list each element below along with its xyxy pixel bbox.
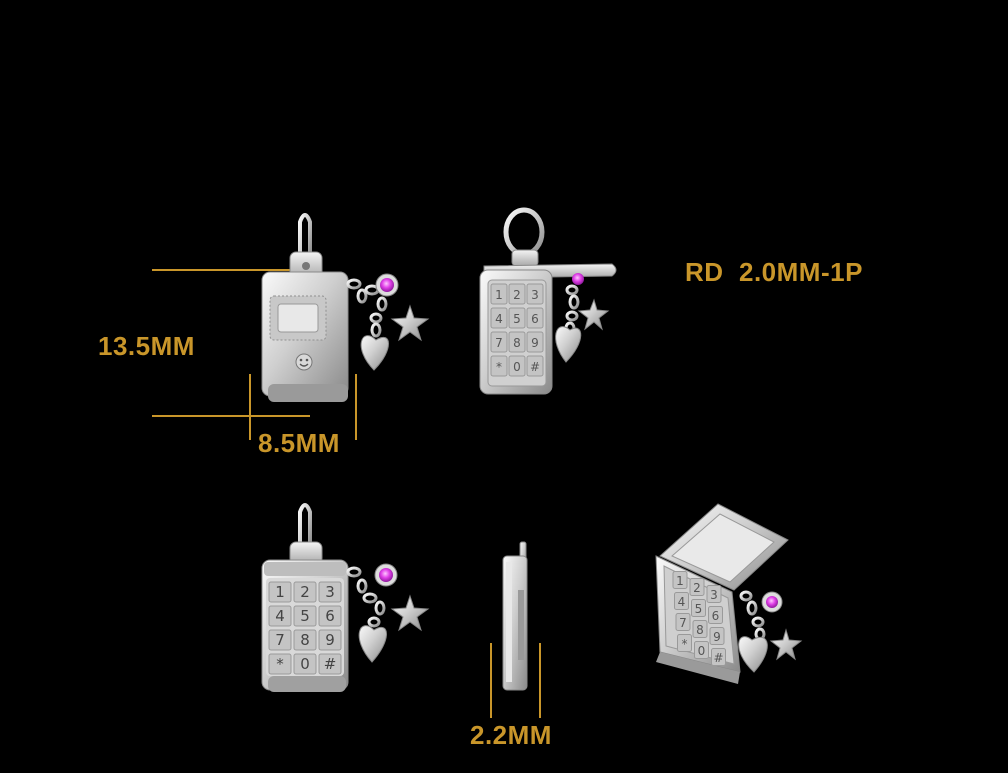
keypad-key: [318, 653, 342, 675]
keypad-key-label: 9: [713, 630, 721, 644]
keypad-key: [490, 283, 508, 305]
keypad-key-label: 4: [678, 595, 686, 609]
keypad-key-label: 1: [495, 288, 503, 302]
keypad-key-label: *: [682, 637, 688, 651]
keypad-key: [318, 581, 342, 603]
keypad-key-label: 9: [325, 631, 335, 649]
keypad-key-label: 0: [698, 644, 706, 658]
keypad-key-label: 3: [325, 583, 335, 601]
dimension-lines: [152, 269, 541, 718]
keypad-key-label: 1: [275, 583, 285, 601]
pendant-front-closed: [261, 213, 430, 402]
keypad-key-label: *: [496, 360, 502, 374]
keypad-key: [709, 627, 725, 645]
keypad-key-label: 7: [495, 336, 503, 350]
keypad-key-label: 2: [513, 288, 521, 302]
width-dimension-label: 8.5MM: [258, 428, 340, 458]
keypad-key: [293, 605, 317, 627]
keypad-key-label: 4: [275, 607, 285, 625]
keypad-key: [708, 606, 723, 624]
keypad-key: [293, 653, 317, 675]
keypad-key: [508, 331, 526, 353]
keypad-key-label: 0: [300, 655, 310, 673]
keypad-key: [268, 581, 292, 603]
keypad-key: [711, 648, 726, 666]
keypad-key: [490, 331, 508, 353]
keypad-key-label: 8: [513, 336, 521, 350]
keypad-key-label: 9: [531, 336, 539, 350]
keypad-key: [526, 331, 544, 353]
keypad-key: [268, 653, 292, 675]
keypad-key: [293, 629, 317, 651]
keypad-key: [318, 629, 342, 651]
keypad-key-label: 6: [531, 312, 539, 326]
keypad-key-label: *: [276, 655, 284, 673]
keypad-key: [692, 620, 708, 638]
keypad-key-label: 5: [513, 312, 521, 326]
height-dimension-label: 13.5MM: [98, 331, 195, 361]
keypad-key: [508, 355, 526, 377]
keypad-key: [672, 571, 688, 589]
keypad-key: [675, 613, 691, 631]
keypad-key-label: 7: [275, 631, 285, 649]
keypad-key: [526, 355, 544, 377]
keypad-key: [674, 592, 689, 610]
thickness-dimension-label: 2.2MM: [470, 720, 552, 750]
pendant-side-view: [502, 541, 528, 691]
keypad-key: [490, 307, 508, 329]
keypad-key: [694, 641, 709, 659]
keypad-key-label: 7: [679, 616, 687, 630]
keypad-key-label: #: [324, 655, 337, 673]
keypad-key: [677, 634, 692, 652]
keypad-key: [526, 283, 544, 305]
keypad-key-label: #: [713, 651, 723, 665]
keypad-key-label: 6: [712, 609, 720, 623]
keypad-key-label: 6: [325, 607, 335, 625]
keypad-key-label: 8: [300, 631, 310, 649]
keypad-key-label: 0: [513, 360, 521, 374]
keypad-key: [508, 283, 526, 305]
keypad-key: [508, 307, 526, 329]
keypad-key-label: #: [530, 360, 540, 374]
keypad-key: [706, 585, 722, 603]
keypad-key: [490, 355, 508, 377]
keypad-key: [268, 629, 292, 651]
keypad-key-label: 1: [676, 574, 684, 588]
keypad-key-label: 5: [300, 607, 310, 625]
keypad-key-label: 5: [695, 602, 703, 616]
keypad-key-label: 8: [696, 623, 704, 637]
keypad-key-label: 3: [531, 288, 539, 302]
stone-spec-label: RD 2.0MM-1P: [685, 257, 863, 287]
keypad-key-label: 2: [693, 581, 701, 595]
keypad-key-label: 4: [495, 312, 503, 326]
keypad-key-label: 3: [710, 588, 718, 602]
keypad-key: [293, 581, 317, 603]
keypad-key: [268, 605, 292, 627]
keypad-key: [689, 578, 705, 596]
keypad-key: [526, 307, 544, 329]
keypad-key: [691, 599, 706, 617]
keypad-key-label: 2: [300, 583, 310, 601]
keypad-key: [318, 605, 342, 627]
